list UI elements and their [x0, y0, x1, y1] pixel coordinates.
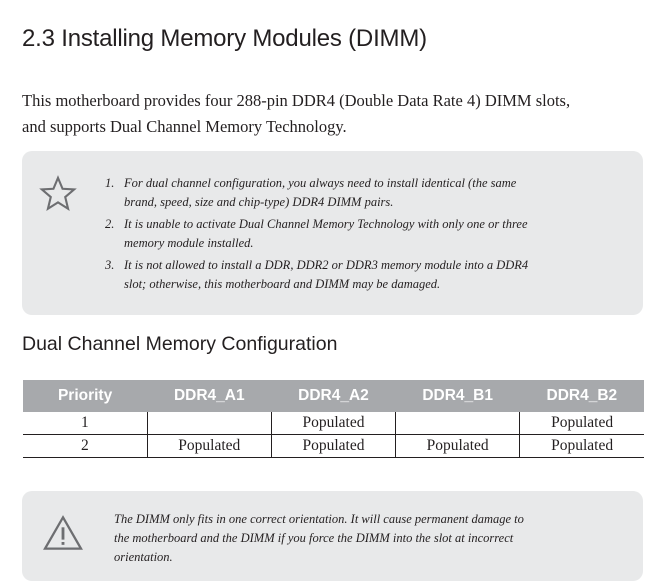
column-header-ddr4-a2: DDR4_A2	[271, 380, 396, 412]
table-cell	[395, 412, 520, 435]
table-cell: Populated	[270, 412, 396, 435]
warning-text-line: orientation.	[114, 550, 173, 564]
note-box: 1. For dual channel configuration, you a…	[22, 151, 643, 315]
note-item-number: 1.	[105, 176, 115, 190]
table-cell: Populated	[519, 434, 644, 458]
table-cell: Populated	[270, 434, 396, 458]
intro-line-1: This motherboard provides four 288-pin D…	[22, 91, 571, 110]
table-cell: Populated	[519, 412, 644, 435]
column-header-ddr4-a1: DDR4_A1	[147, 380, 272, 412]
note-item-number: 3.	[105, 258, 115, 272]
warning-text-line: the motherboard and the DIMM if you forc…	[114, 531, 514, 545]
note-item-text-line: It is unable to activate Dual Channel Me…	[124, 217, 528, 231]
table-cell: 2	[23, 434, 148, 458]
table-cell: Populated	[395, 434, 520, 458]
note-item-text-line: brand, speed, size and chip-type) DDR4 D…	[124, 195, 394, 209]
dimm-config-table: Priority DDR4_A1 DDR4_A2 DDR4_B1 DDR4_B2…	[23, 380, 644, 458]
table-row: 1 Populated Populated	[23, 412, 644, 435]
note-list: 1. For dual channel configuration, you a…	[105, 174, 625, 297]
note-item-text-line: It is not allowed to install a DDR, DDR2…	[124, 258, 529, 272]
note-item-2: 2. It is unable to activate Dual Channel…	[105, 215, 625, 253]
warning-text: The DIMM only fits in one correct orient…	[114, 510, 584, 567]
note-item-number: 2.	[105, 217, 115, 231]
column-header-ddr4-b2: DDR4_B2	[519, 380, 644, 412]
column-header-priority: Priority	[23, 380, 148, 412]
table-cell: 1	[23, 412, 148, 435]
column-header-ddr4-b1: DDR4_B1	[395, 380, 520, 412]
table-cell: Populated	[146, 434, 272, 458]
section-title: Dual Channel Memory Configuration	[22, 333, 338, 355]
note-item-3: 3. It is not allowed to install a DDR, D…	[105, 256, 625, 294]
warning-triangle-icon	[43, 515, 83, 550]
warning-box: The DIMM only fits in one correct orient…	[22, 491, 643, 581]
page-title: 2.3 Installing Memory Modules (DIMM)	[22, 25, 427, 52]
warning-text-line: The DIMM only fits in one correct orient…	[114, 512, 524, 526]
intro-line-2: and supports Dual Channel Memory Technol…	[22, 117, 347, 136]
intro-paragraph: This motherboard provides four 288-pin D…	[22, 88, 642, 140]
note-item-text-line: For dual channel configuration, you alwa…	[124, 176, 517, 190]
note-item-1: 1. For dual channel configuration, you a…	[105, 174, 625, 212]
table-header-row: Priority DDR4_A1 DDR4_A2 DDR4_B1 DDR4_B2	[23, 380, 644, 412]
note-item-text-line: slot; otherwise, this motherboard and DI…	[124, 277, 441, 291]
star-icon	[39, 175, 77, 211]
table-cell	[146, 412, 272, 435]
note-item-text-line: memory module installed.	[124, 236, 254, 250]
table-row: 2 Populated Populated Populated Populate…	[23, 434, 644, 458]
